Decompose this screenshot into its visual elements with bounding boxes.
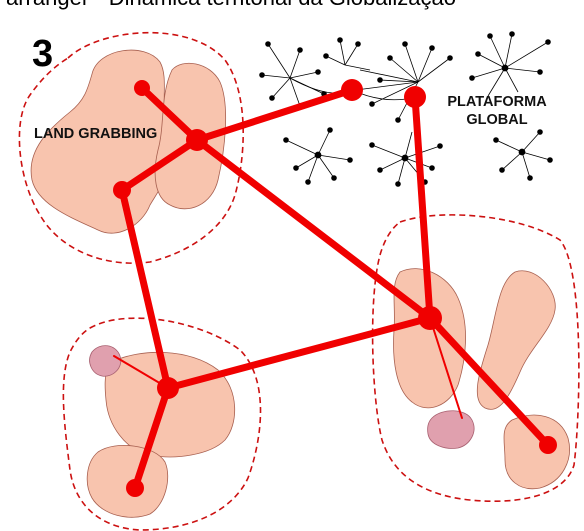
network-node-hub xyxy=(341,79,363,101)
land-grabbing-network xyxy=(113,84,552,492)
network-node-hub xyxy=(157,377,179,399)
network-edge xyxy=(138,84,201,144)
network-cluster xyxy=(493,129,553,181)
network-node xyxy=(539,436,557,454)
figure-number: 3 xyxy=(32,33,53,75)
grabbed-patch xyxy=(89,345,122,377)
territory-boundaries xyxy=(18,31,580,531)
network-node-hub xyxy=(186,129,208,151)
network-node-hub xyxy=(404,86,426,108)
territory-boundary-northwest xyxy=(18,31,244,264)
network-cluster xyxy=(283,127,353,185)
global-platform-network xyxy=(259,31,553,187)
territory-patch xyxy=(86,445,169,518)
network-edge xyxy=(193,136,434,322)
label-global: GLOBAL xyxy=(466,112,527,128)
territory-patch xyxy=(104,351,236,458)
network-edge xyxy=(426,314,552,449)
network-edge xyxy=(411,93,434,322)
network-cluster xyxy=(469,31,551,97)
network-nodes xyxy=(113,79,557,497)
network-edge xyxy=(164,314,434,392)
network-node xyxy=(126,479,144,497)
network-cluster xyxy=(323,37,371,71)
grabbed-patches xyxy=(89,345,475,449)
network-node-hub xyxy=(418,306,442,330)
network-edge xyxy=(118,136,201,194)
territory-boundary-southwest xyxy=(62,317,262,531)
network-cluster xyxy=(369,131,443,187)
territory-patch xyxy=(503,414,570,490)
network-edge xyxy=(193,86,356,144)
label-land-grabbing: LAND GRABBING xyxy=(34,126,157,142)
grabbed-patch xyxy=(427,410,475,449)
network-node xyxy=(134,80,150,96)
network-edge xyxy=(118,186,172,392)
network-cluster xyxy=(353,41,453,123)
top-caption-fragment: arranger - Dinâmica territorial da Globa… xyxy=(6,0,456,10)
network-edge xyxy=(131,384,172,492)
territory-patch xyxy=(476,270,556,410)
network-node xyxy=(113,181,131,199)
label-plataforma: PLATAFORMA xyxy=(447,94,547,110)
network-edge-thin xyxy=(429,317,463,419)
